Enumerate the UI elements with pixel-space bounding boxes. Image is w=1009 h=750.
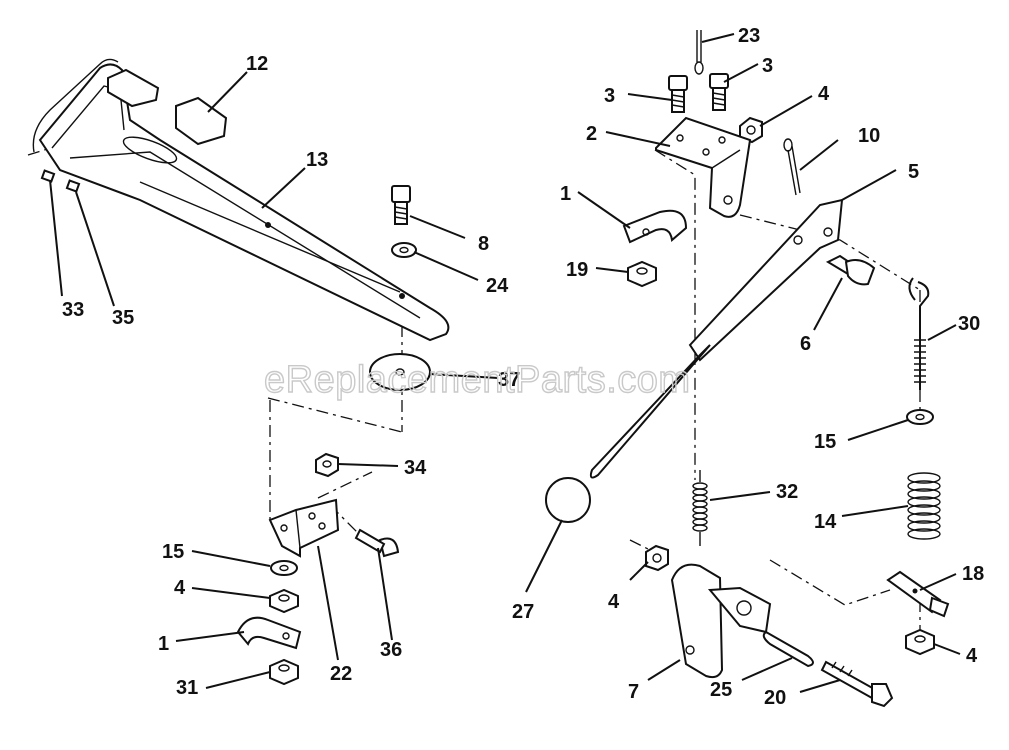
label-27: 27 (512, 601, 534, 623)
label-35: 35 (112, 307, 134, 329)
clip-33 (40, 169, 56, 183)
sleeve-25 (762, 630, 814, 668)
label-31: 31 (176, 677, 198, 699)
knob-27 (545, 477, 591, 523)
cotter-pin-23 (694, 30, 704, 75)
watermark: eReplacementParts.com (264, 359, 691, 401)
label-10: 10 (858, 125, 880, 147)
label-3-left: 3 (604, 85, 615, 107)
label-15-right: 15 (814, 431, 836, 453)
spring-14 (907, 472, 941, 540)
bumper-12 (175, 96, 228, 146)
bracket-22 (268, 498, 340, 558)
label-30: 30 (958, 313, 980, 335)
label-1-right: 1 (560, 183, 571, 205)
bolt-3-left (668, 75, 688, 113)
pin-18 (886, 570, 950, 618)
bracket-2 (655, 116, 752, 218)
washer-15-right (906, 409, 934, 425)
label-24: 24 (486, 275, 509, 297)
rod-30 (908, 277, 930, 390)
label-5: 5 (908, 161, 919, 183)
nut-19 (627, 260, 657, 288)
label-4-mid: 4 (608, 591, 620, 613)
label-34: 34 (404, 457, 427, 479)
label-6: 6 (800, 333, 811, 355)
label-32: 32 (776, 481, 798, 503)
nut-4-right (905, 628, 935, 656)
spring-32 (692, 470, 708, 546)
label-36: 36 (380, 639, 402, 661)
label-37: 37 (498, 369, 520, 391)
label-14: 14 (814, 511, 837, 533)
washer-24 (391, 242, 417, 258)
left-assembly (27, 58, 450, 686)
label-8: 8 (478, 233, 489, 255)
nut-4-left (269, 588, 299, 614)
label-7: 7 (628, 681, 639, 703)
label-33: 33 (62, 299, 84, 321)
bolt-8 (391, 185, 411, 225)
label-4-left: 4 (174, 577, 186, 599)
nut-34 (315, 452, 339, 478)
label-22: 22 (330, 663, 352, 685)
label-18: 18 (962, 563, 984, 585)
nut-4-mid (645, 544, 669, 572)
bolt-6 (825, 254, 876, 286)
right-assembly (545, 30, 950, 708)
part-labels: 12 13 8 24 33 35 37 34 15 4 1 31 22 36 2… (62, 25, 984, 709)
bolt-3-right (709, 73, 729, 111)
label-23: 23 (738, 25, 760, 47)
label-25: 25 (710, 679, 732, 701)
carriage-bolt-36 (354, 528, 400, 558)
label-12: 12 (246, 53, 268, 75)
label-4-top: 4 (818, 83, 830, 105)
label-4-right: 4 (966, 645, 978, 667)
deck-bracket-13 (38, 63, 450, 342)
bolt-20 (820, 660, 894, 708)
pivot-bracket-7 (670, 563, 772, 679)
label-3-right: 3 (762, 55, 773, 77)
washer-15-left (270, 560, 298, 576)
label-15-left: 15 (162, 541, 184, 563)
clip-1-right (622, 209, 688, 244)
label-20: 20 (764, 687, 786, 709)
disc-37 (369, 353, 431, 391)
label-1-left: 1 (158, 633, 169, 655)
nut-31 (269, 658, 299, 686)
label-2: 2 (586, 123, 597, 145)
clip-1-left (236, 616, 302, 650)
cotter-pin-10 (783, 138, 801, 196)
lift-lever-5 (589, 198, 844, 479)
clip-35 (65, 179, 81, 193)
label-13: 13 (306, 149, 328, 171)
label-19: 19 (566, 259, 588, 281)
leader-lines (49, 33, 961, 693)
